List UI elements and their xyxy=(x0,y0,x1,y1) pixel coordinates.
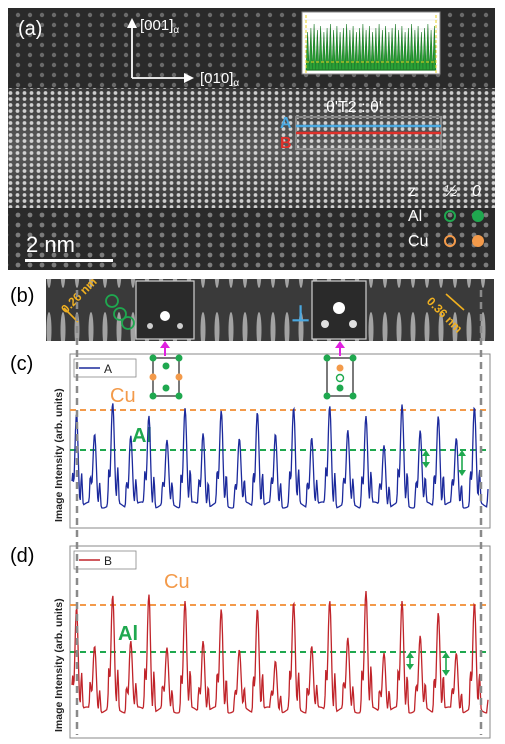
plot-c-ylabel: Image Intensity (arb. units) xyxy=(53,388,65,522)
row-b-label: B xyxy=(280,135,292,152)
plot-d-arrows xyxy=(406,652,450,676)
plot-c-cu-label: Cu xyxy=(110,385,136,407)
plot-d-ylabel: Image Intensity (arb. units) xyxy=(53,598,65,732)
svg-text:0: 0 xyxy=(472,183,481,200)
plot-d-legend: B xyxy=(104,554,112,568)
plot-c-al-label: Al xyxy=(132,425,152,447)
axis-010-label: [010]α xyxy=(200,70,239,89)
plot-d-al-label: Al xyxy=(118,623,138,645)
svg-text:½: ½ xyxy=(444,183,457,200)
plot-d-cu-label: Cu xyxy=(164,571,190,593)
plot-c-arrows xyxy=(422,450,466,476)
inset-profile xyxy=(301,11,441,75)
svg-text:z: z xyxy=(408,183,416,200)
svg-text:Cu: Cu xyxy=(408,233,428,250)
strip-inset-right xyxy=(311,280,367,340)
scale-bar xyxy=(25,259,113,262)
unit-cell-inset-1 xyxy=(149,341,183,400)
panel-a-label: (a) xyxy=(18,18,42,40)
svg-text:Al: Al xyxy=(408,208,422,225)
axis-001-label: [001]α xyxy=(140,17,179,36)
panel-c-label: (c) xyxy=(10,353,33,375)
scale-bar-label: 2 nm xyxy=(26,232,75,257)
plot-c-legend: A xyxy=(104,362,112,376)
inset-profile-trace xyxy=(305,23,437,71)
dislocation-symbol: ⊥ xyxy=(291,301,310,326)
panel-b-label: (b) xyxy=(10,285,34,307)
strip-inset-left xyxy=(135,280,195,340)
panel-d-label: (d) xyxy=(10,545,34,567)
panel-b: (b) ⊥ 0.26 nm 0.36 nm xyxy=(10,275,494,341)
orientation-axes: [001]α [010]α xyxy=(127,17,239,89)
panel-c: (c) Image Intensity (arb. units) A Cu Al xyxy=(10,341,491,529)
phase-label: θ'T2 : θ' xyxy=(326,99,382,116)
row-a-label: A xyxy=(280,115,292,132)
atom-legend: z ½ 0 Al Cu xyxy=(408,183,484,250)
panel-a: (a) [001]α [010]α θ'T2 : θ' A B xyxy=(8,8,495,270)
unit-cell-inset-2 xyxy=(323,341,357,400)
plot-c-trace xyxy=(71,403,489,509)
panel-d: (d) Image Intensity (arb. units) B Cu Al xyxy=(10,545,491,739)
plot-d-trace xyxy=(71,591,489,714)
